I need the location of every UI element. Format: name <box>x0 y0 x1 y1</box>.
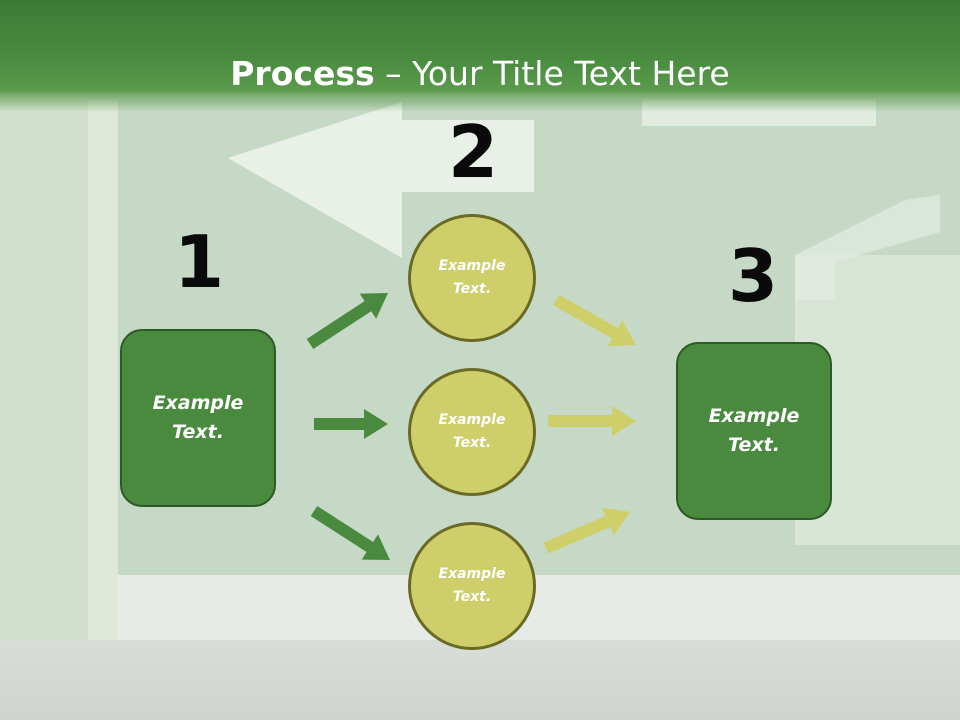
step-number-3: 3 <box>727 234 779 318</box>
arrow-green-up <box>306 293 388 349</box>
background-wall-left <box>0 100 88 640</box>
circle-bottom-text: Example Text. <box>438 566 506 605</box>
step-2-circle-bottom: Example Text. <box>408 522 536 650</box>
step-number-1: 1 <box>173 220 225 304</box>
arrow-yellow-down <box>543 507 630 554</box>
background-floor-band <box>118 575 960 640</box>
background-pillar <box>88 100 118 640</box>
circle-middle-text: Example Text. <box>438 412 506 451</box>
header-bar <box>0 0 960 112</box>
title-bold: Process <box>230 54 375 93</box>
title-rest: – Your Title Text Here <box>374 54 730 93</box>
step-3-box: Example Text. <box>676 342 832 520</box>
step-number-2: 2 <box>447 110 499 194</box>
step-3-text: Example Text. <box>708 405 800 456</box>
step-1-box: Example Text. <box>120 329 276 507</box>
arrow-green-middle <box>314 409 388 439</box>
page-title: Process – Your Title Text Here <box>0 52 960 96</box>
background-ground <box>0 640 960 720</box>
step-1-text: Example Text. <box>152 392 244 443</box>
arrow-yellow-middle <box>548 406 636 436</box>
step-2-circle-middle: Example Text. <box>408 368 536 496</box>
circle-top-text: Example Text. <box>438 258 506 297</box>
arrow-yellow-up <box>553 294 636 347</box>
step-2-circle-top: Example Text. <box>408 214 536 342</box>
arrow-green-down <box>310 506 390 560</box>
